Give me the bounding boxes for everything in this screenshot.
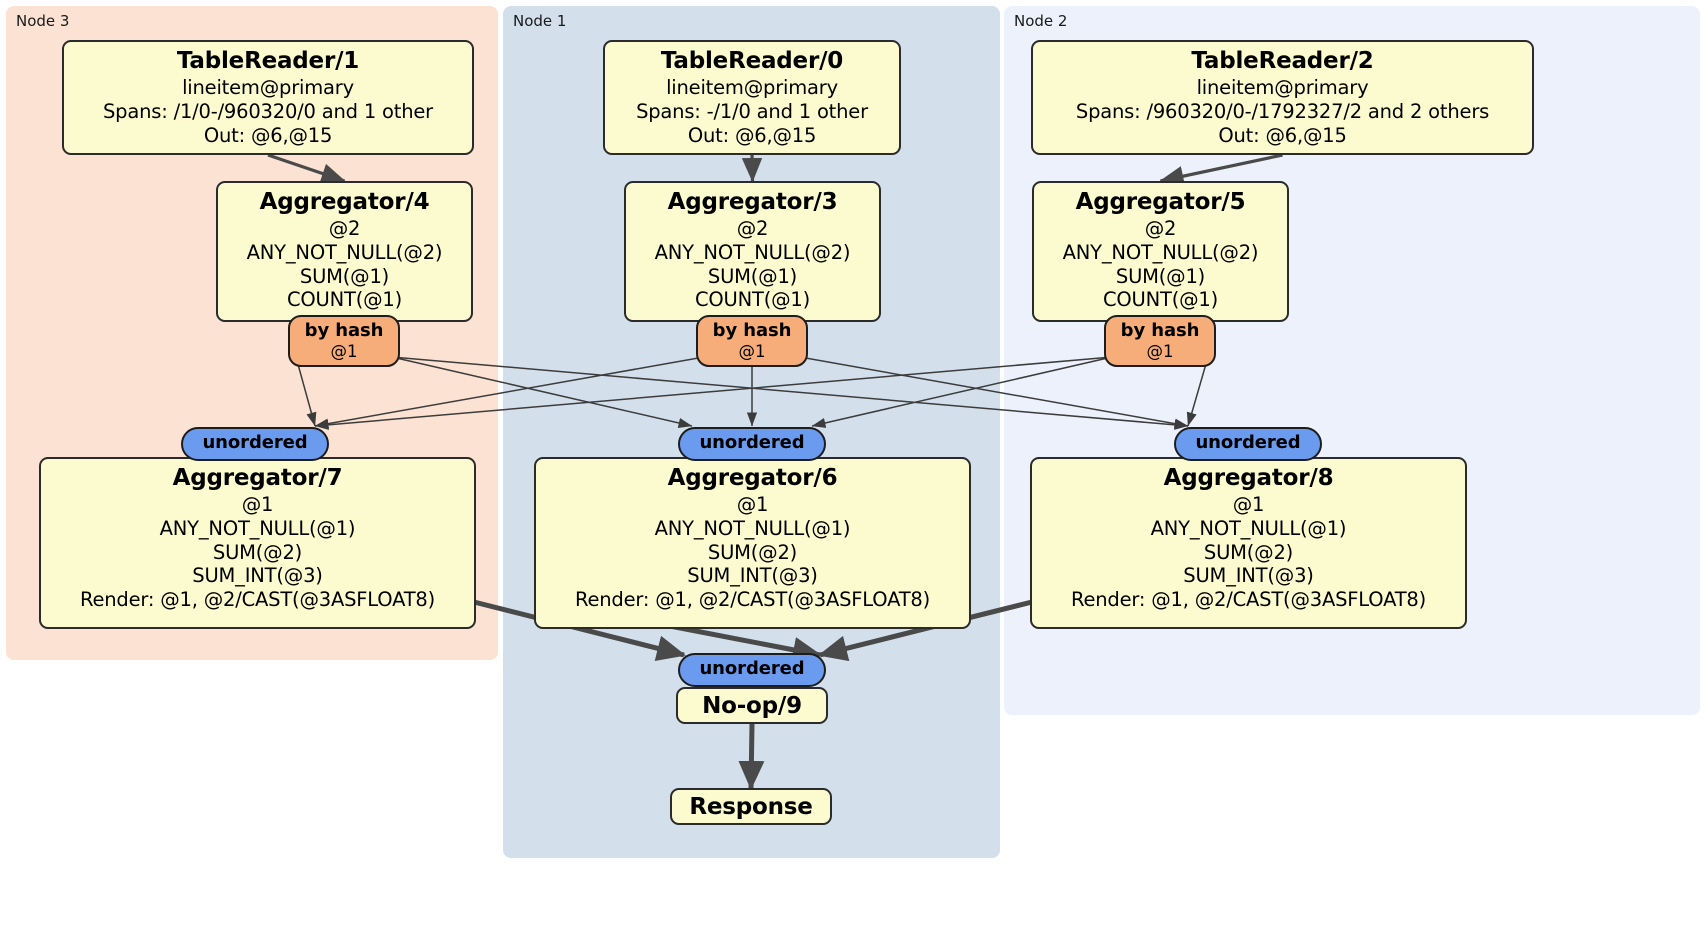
processor-line-1: ANY_NOT_NULL(@1) [654, 516, 851, 540]
processor-line-1: ANY_NOT_NULL(@2) [654, 240, 851, 264]
processor-response[interactable]: Response [670, 788, 832, 825]
badge-label: by hash [712, 320, 792, 341]
processor-no-op-9[interactable]: No-op/9 [676, 687, 828, 724]
badge-sublabel: @1 [330, 341, 358, 361]
routing-badge-unordered-middle[interactable]: unordered [678, 427, 826, 461]
processor-title: No-op/9 [702, 693, 802, 719]
processor-line-0: lineitem@primary [666, 76, 838, 100]
node-panel-label-node1: Node 1 [513, 12, 567, 30]
processor-title: Aggregator/7 [172, 465, 343, 491]
processor-title: Aggregator/3 [667, 189, 838, 215]
processor-line-3: SUM_INT(@3) [687, 564, 818, 588]
processor-line-0: @2 [1144, 217, 1177, 241]
processor-title: TableReader/0 [660, 48, 844, 74]
processor-line-2: Out: @6,@15 [203, 123, 333, 147]
processor-title: TableReader/2 [1191, 48, 1374, 74]
processor-line-2: Out: @6,@15 [1218, 123, 1347, 147]
processor-line-0: @1 [1232, 493, 1265, 517]
processor-line-0: lineitem@primary [182, 76, 354, 100]
processor-title: Response [689, 794, 813, 820]
processor-line-0: @2 [736, 217, 769, 241]
badge-sublabel: @1 [738, 341, 766, 361]
processor-line-3: SUM_INT(@3) [1183, 564, 1314, 588]
processor-line-2: SUM(@2) [1203, 540, 1294, 564]
routing-badge-by-hash-4[interactable]: by hash@1 [288, 315, 400, 367]
processor-title: Aggregator/4 [259, 189, 430, 215]
badge-label: unordered [1195, 432, 1301, 453]
processor-line-1: ANY_NOT_NULL(@2) [246, 240, 443, 264]
processor-line-1: ANY_NOT_NULL(@1) [1150, 516, 1347, 540]
processor-line-4: Render: @1, @2/CAST(@3ASFLOAT8) [574, 588, 931, 612]
node-panel-label-node3: Node 3 [16, 12, 70, 30]
routing-badge-by-hash-5[interactable]: by hash@1 [1104, 315, 1216, 367]
processor-line-3: SUM_INT(@3) [192, 564, 323, 588]
processor-line-0: @1 [241, 493, 274, 517]
badge-sublabel: @1 [1146, 341, 1174, 361]
processor-line-0: @1 [736, 493, 769, 517]
processor-line-2: Out: @6,@15 [687, 123, 817, 147]
routing-badge-unordered-right[interactable]: unordered [1174, 427, 1322, 461]
processor-line-0: @2 [328, 217, 361, 241]
routing-badge-by-hash-3[interactable]: by hash@1 [696, 315, 808, 367]
routing-badge-unordered-left[interactable]: unordered [181, 427, 329, 461]
node-panel-label-node2: Node 2 [1014, 12, 1068, 30]
badge-label: unordered [699, 658, 805, 679]
processor-line-1: Spans: /960320/0-/1792327/2 and 2 others [1075, 99, 1490, 123]
processor-title: Aggregator/6 [667, 465, 838, 491]
badge-label: by hash [1120, 320, 1200, 341]
processor-line-3: COUNT(@1) [286, 288, 403, 312]
routing-badge-unordered-final[interactable]: unordered [678, 653, 826, 687]
processor-line-2: SUM(@2) [707, 540, 798, 564]
badge-label: by hash [304, 320, 384, 341]
processor-line-1: Spans: -/1/0 and 1 other [636, 99, 868, 123]
processor-line-3: COUNT(@1) [694, 288, 811, 312]
processor-line-4: Render: @1, @2/CAST(@3ASFLOAT8) [1070, 588, 1427, 612]
badge-label: unordered [202, 432, 308, 453]
processor-line-2: SUM(@1) [707, 264, 798, 288]
processor-line-2: SUM(@1) [1115, 264, 1206, 288]
badge-label: unordered [699, 432, 805, 453]
processor-title: Aggregator/8 [1163, 465, 1334, 491]
processor-line-1: ANY_NOT_NULL(@2) [1062, 240, 1259, 264]
processor-line-3: COUNT(@1) [1102, 288, 1219, 312]
processor-title: Aggregator/5 [1075, 189, 1246, 215]
processor-line-2: SUM(@1) [299, 264, 390, 288]
processor-line-1: ANY_NOT_NULL(@1) [159, 516, 356, 540]
processor-line-0: lineitem@primary [1196, 76, 1369, 100]
processor-title: TableReader/1 [176, 48, 360, 74]
processor-line-1: Spans: /1/0-/960320/0 and 1 other [102, 99, 433, 123]
processor-line-2: SUM(@2) [212, 540, 303, 564]
processor-line-4: Render: @1, @2/CAST(@3ASFLOAT8) [79, 588, 436, 612]
